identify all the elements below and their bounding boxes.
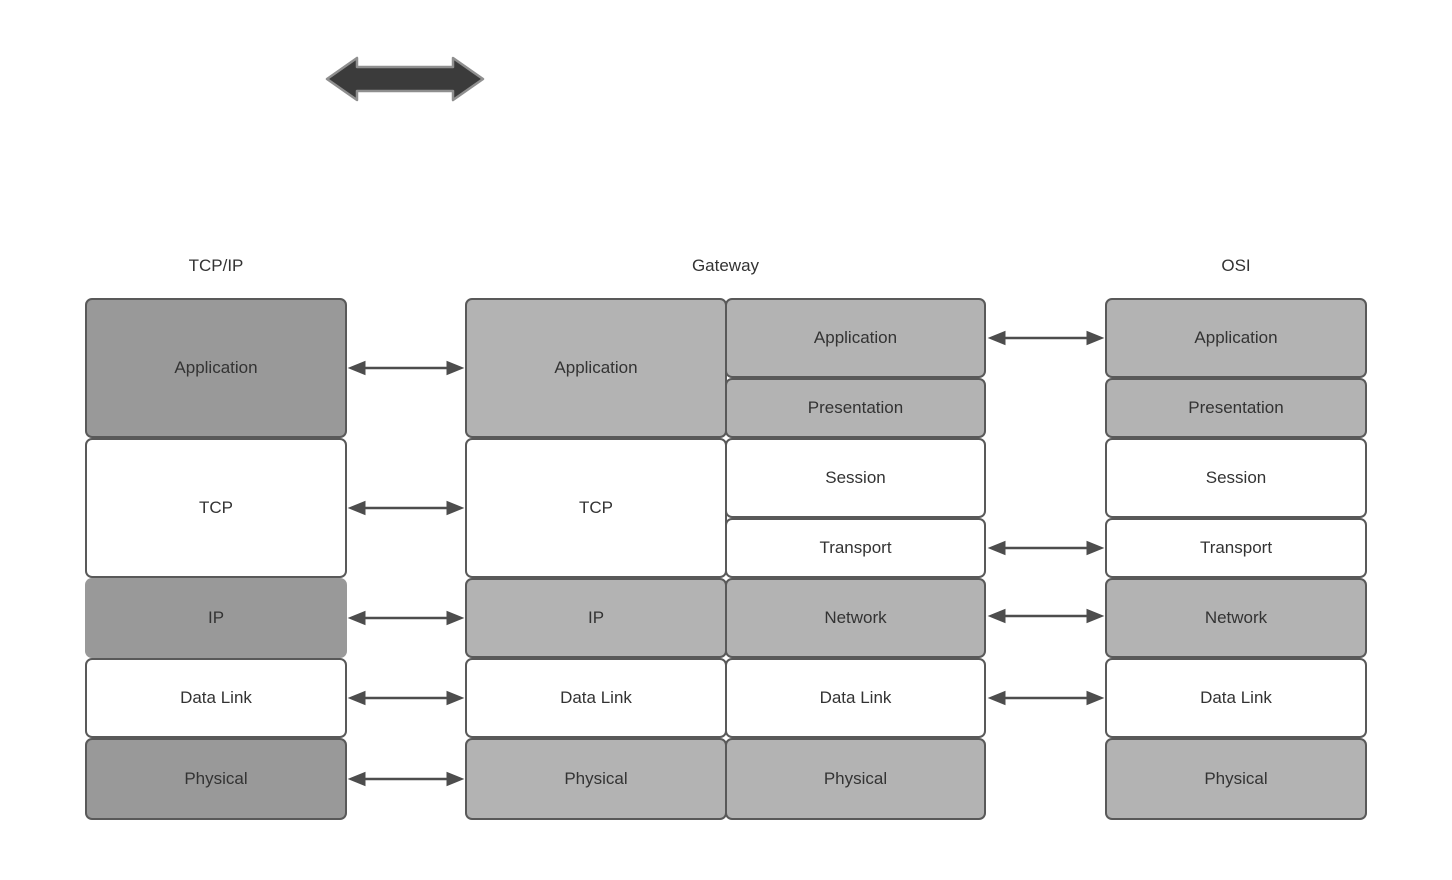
gateway-right-layer-network: Network xyxy=(725,578,986,658)
osi-layer-application: Application xyxy=(1105,298,1367,378)
osi-layer-datalink: Data Link xyxy=(1105,658,1367,738)
gateway-left-layer-datalink: Data Link xyxy=(465,658,727,738)
gateway-right-layer-datalink: Data Link xyxy=(725,658,986,738)
tcpip-gateway-arrow-physical xyxy=(347,771,465,787)
gateway-osi-arrow-datalink xyxy=(987,690,1105,706)
tcpip-gateway-arrow-tcp xyxy=(347,500,465,516)
gateway-left-layer-application: Application xyxy=(465,298,727,438)
tcpip-layer-ip: IP xyxy=(85,578,347,658)
column-header-gateway: Gateway xyxy=(691,256,760,275)
column-header-osi: OSI xyxy=(1221,256,1251,275)
gateway-left-layer-physical: Physical xyxy=(465,738,727,820)
tcpip-layer-physical: Physical xyxy=(85,738,347,820)
tcpip-layer-tcp: TCP xyxy=(85,438,347,578)
tcpip-gateway-arrow-datalink xyxy=(347,690,465,706)
gateway-left-layer-ip: IP xyxy=(465,578,727,658)
column-header-tcpip: TCP/IP xyxy=(188,256,244,275)
osi-layer-presentation: Presentation xyxy=(1105,378,1367,438)
gateway-osi-arrow-network xyxy=(987,608,1105,624)
osi-layer-transport: Transport xyxy=(1105,518,1367,578)
gateway-left-layer-tcp: TCP xyxy=(465,438,727,578)
double-headed-arrow-shape xyxy=(325,56,485,102)
tcpip-gateway-arrow-ip xyxy=(347,610,465,626)
gateway-right-layer-presentation: Presentation xyxy=(725,378,986,438)
gateway-osi-arrow-application xyxy=(987,330,1105,346)
tcpip-gateway-arrow-application xyxy=(347,360,465,376)
gateway-right-layer-application: Application xyxy=(725,298,986,378)
tcpip-layer-datalink: Data Link xyxy=(85,658,347,738)
osi-layer-network: Network xyxy=(1105,578,1367,658)
osi-layer-physical: Physical xyxy=(1105,738,1367,820)
gateway-right-layer-physical: Physical xyxy=(725,738,986,820)
gateway-right-layer-transport: Transport xyxy=(725,518,986,578)
gateway-osi-arrow-transport xyxy=(987,540,1105,556)
tcpip-layer-application: Application xyxy=(85,298,347,438)
osi-layer-session: Session xyxy=(1105,438,1367,518)
gateway-right-layer-session: Session xyxy=(725,438,986,518)
